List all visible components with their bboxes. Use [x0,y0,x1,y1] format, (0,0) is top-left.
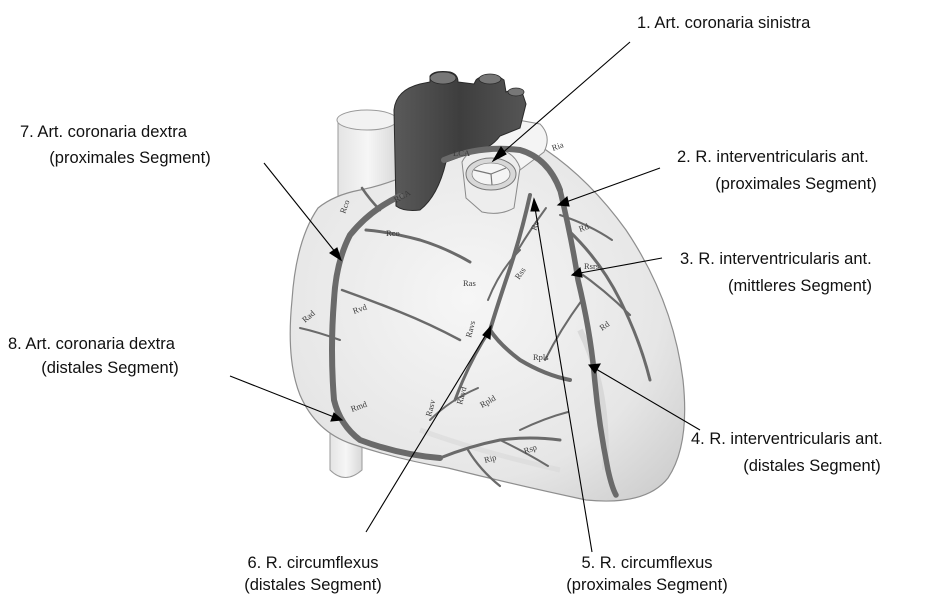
label-7-line1: 7. Art. coronaria dextra [20,123,188,141]
label-2-line2: (proximales Segment) [715,175,876,193]
label-3-line1: 3. R. interventricularis ant. [680,250,872,268]
label-4-line2: (distales Segment) [743,457,881,475]
vessel-label-lca: LCA [453,148,471,158]
label-2-line1: 2. R. interventricularis ant. [677,148,869,166]
label-6-line1: 6. R. circumflexus [247,554,378,572]
label-7-line2: (proximales Segment) [49,149,210,167]
label-5-line2: (proximales Segment) [566,576,727,594]
label-3-line2: (mittleres Segment) [728,277,872,295]
vessel-label-ria: Ria [550,139,565,153]
label-8-line1: 8. Art. coronaria dextra [8,335,176,353]
label-4-line1: 4. R. interventricularis ant. [691,430,883,448]
label-1: 1. Art. coronaria sinistra [637,14,811,32]
label-5-line1: 5. R. circumflexus [581,554,712,572]
heart-illustration [290,72,684,502]
vessel-label-rpls: Rpls [533,352,549,362]
vessel-label-ras: Ras [463,278,476,288]
label-6-line2: (distales Segment) [244,576,382,594]
vessel-label-rco2: Rco [386,228,400,238]
label-8-line2: (distales Segment) [41,359,179,377]
